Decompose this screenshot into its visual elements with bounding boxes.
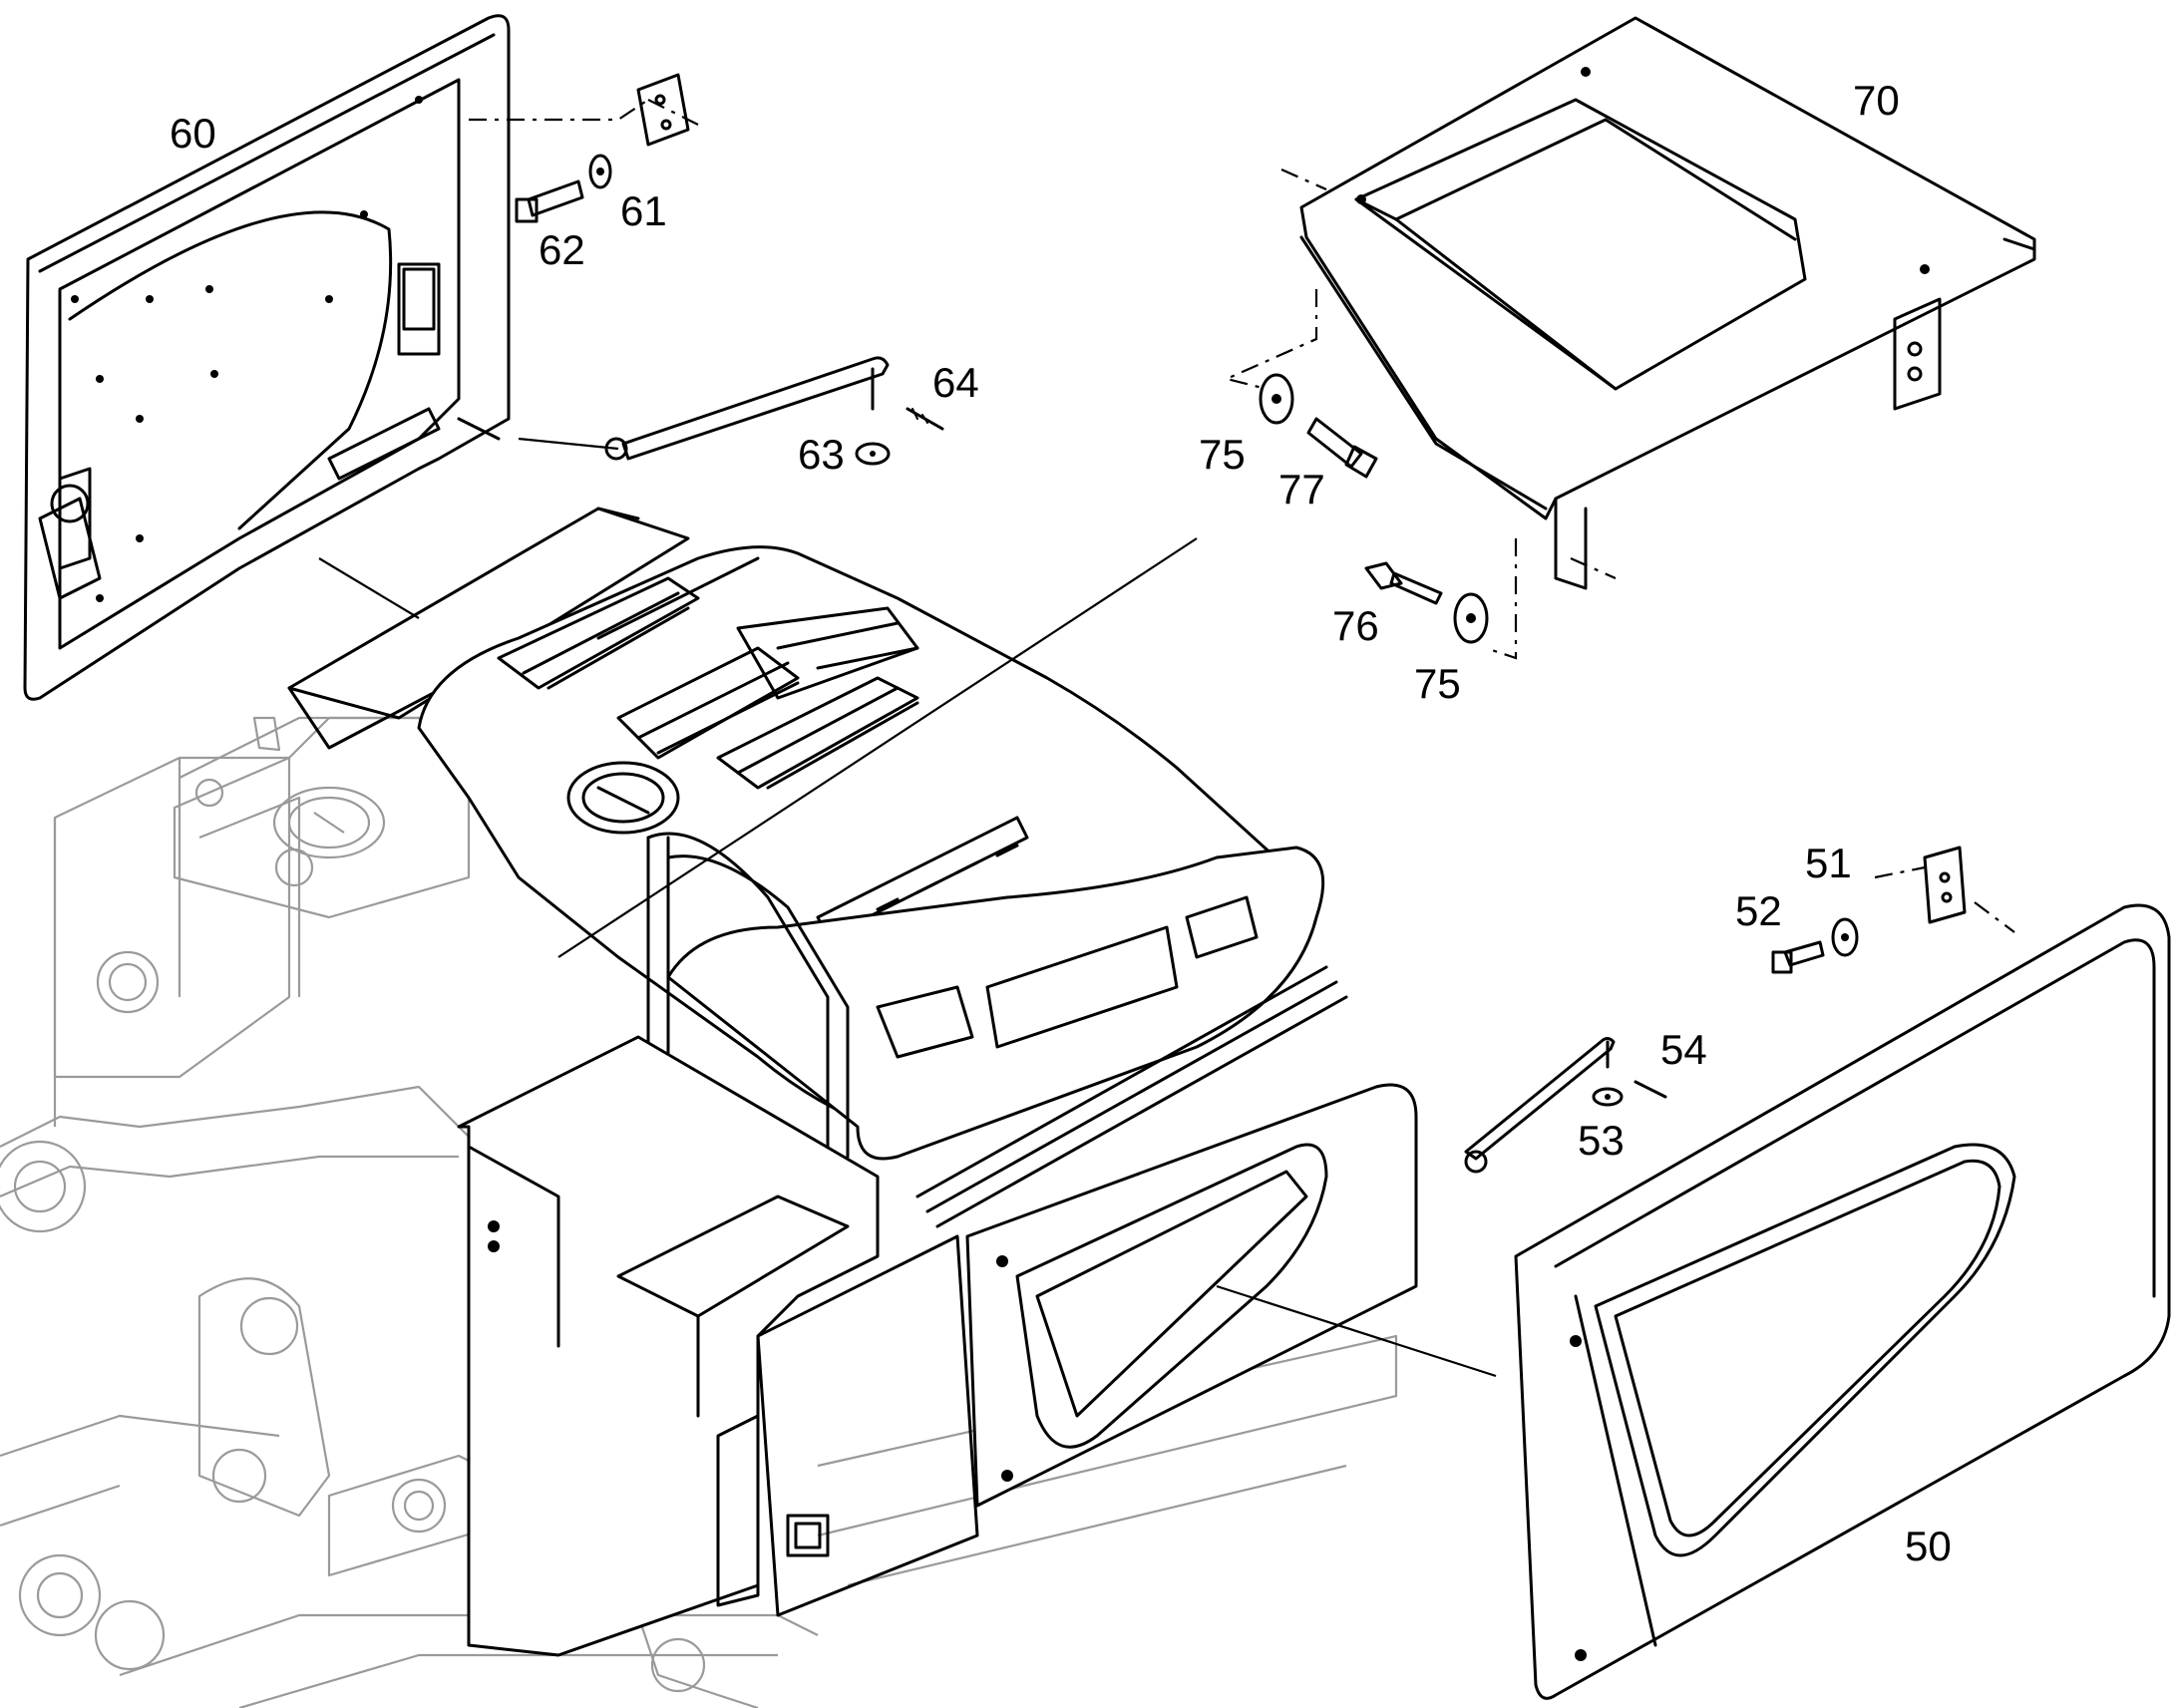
side-cabinet [457, 1035, 979, 1657]
panel-50 [1514, 903, 2171, 1700]
callout-labels: 60 61 62 63 64 70 75 77 76 75 51 52 54 5… [170, 77, 1952, 1569]
callout-75-lower: 75 [1414, 660, 1461, 707]
callout-76: 76 [1332, 602, 1379, 649]
hardware-50 [1464, 846, 1967, 1174]
callout-63: 63 [798, 431, 845, 478]
callout-52: 52 [1735, 887, 1782, 934]
callout-75-upper: 75 [1199, 431, 1246, 478]
installed-side-door [915, 965, 1418, 1508]
callout-70: 70 [1853, 77, 1900, 124]
callout-60: 60 [170, 110, 216, 157]
callout-50: 50 [1905, 1523, 1952, 1569]
hardware-60 [515, 73, 944, 466]
panel-70 [1299, 16, 2036, 590]
hardware-70 [1259, 373, 1489, 644]
leader-lines [318, 99, 2015, 1378]
engine-hood-assembly [287, 507, 1325, 1161]
callout-54: 54 [1660, 1026, 1707, 1073]
callout-53: 53 [1578, 1117, 1625, 1164]
callout-64: 64 [932, 359, 979, 406]
tank-outline [173, 716, 471, 919]
callout-62: 62 [539, 226, 585, 273]
panel-60 [23, 14, 511, 701]
callout-61: 61 [620, 187, 667, 234]
callout-51: 51 [1805, 840, 1852, 886]
callout-77: 77 [1278, 466, 1325, 512]
